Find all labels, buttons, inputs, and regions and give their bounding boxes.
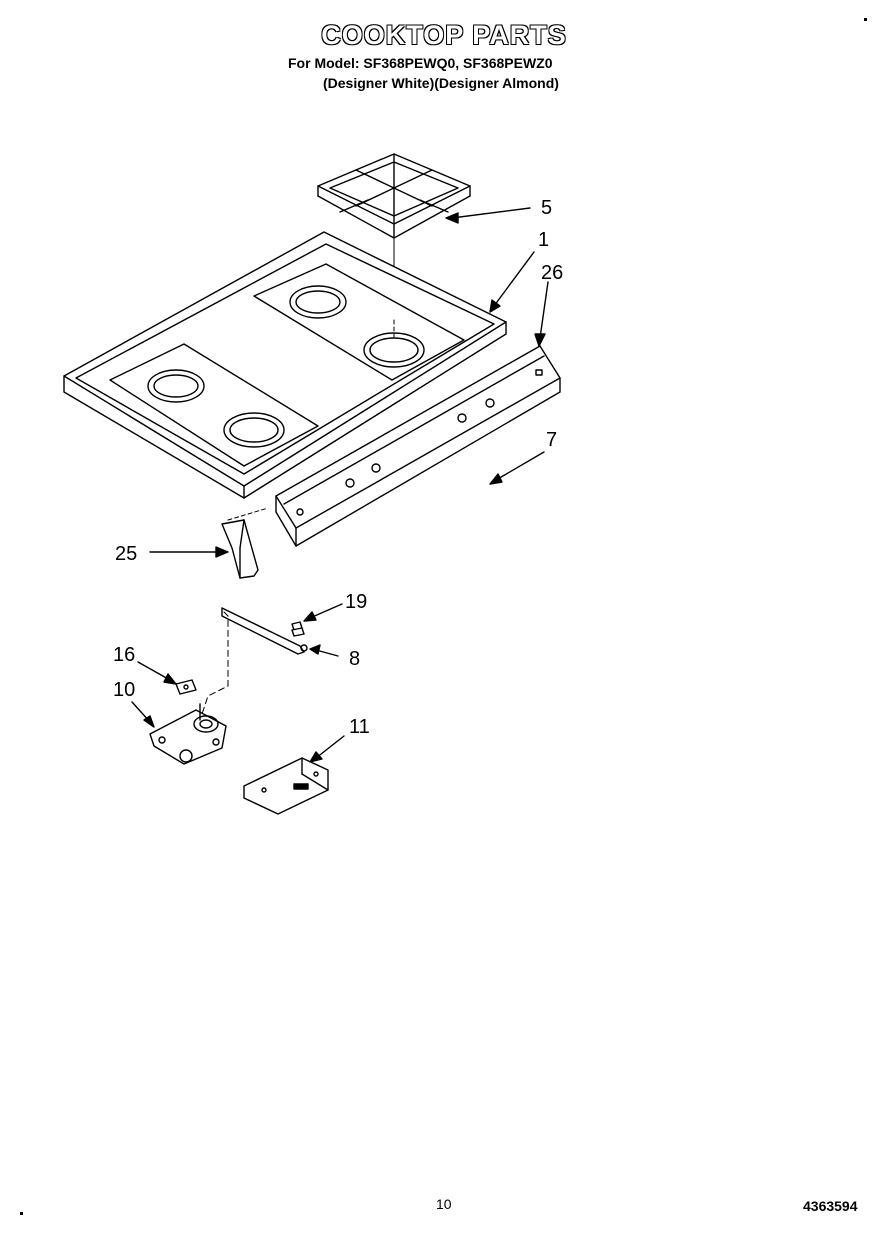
model-line: For Model: SF368PEWQ0, SF368PEWZ0 xyxy=(288,55,553,71)
document-number: 4363594 xyxy=(803,1198,858,1214)
page-title: COOKTOP PARTS xyxy=(321,20,567,50)
callout-25: 25 xyxy=(115,543,138,565)
electrode-assembly xyxy=(221,607,308,655)
manifold-panel xyxy=(275,345,561,547)
callout-11: 11 xyxy=(349,716,370,738)
page-number: 10 xyxy=(436,1196,452,1212)
callout-10: 10 xyxy=(113,679,136,701)
variant-line: (Designer White)(Designer Almond) xyxy=(323,75,559,91)
gas-valve xyxy=(149,703,227,765)
callout-5: 5 xyxy=(541,197,553,219)
callout-7: 7 xyxy=(546,429,558,451)
valve-clip xyxy=(175,679,197,695)
callout-16: 16 xyxy=(113,644,136,666)
leader-arrows xyxy=(131,207,549,763)
control-knob xyxy=(221,507,269,579)
valve-bracket xyxy=(243,757,329,815)
callout-26: 26 xyxy=(541,262,564,284)
registration-mark xyxy=(864,18,867,21)
callout-1: 1 xyxy=(538,229,550,251)
burner-grate xyxy=(317,153,471,321)
callout-19: 19 xyxy=(345,591,368,613)
cooktop-main-top xyxy=(63,231,507,499)
registration-mark xyxy=(20,1212,23,1215)
callout-8: 8 xyxy=(349,648,361,670)
